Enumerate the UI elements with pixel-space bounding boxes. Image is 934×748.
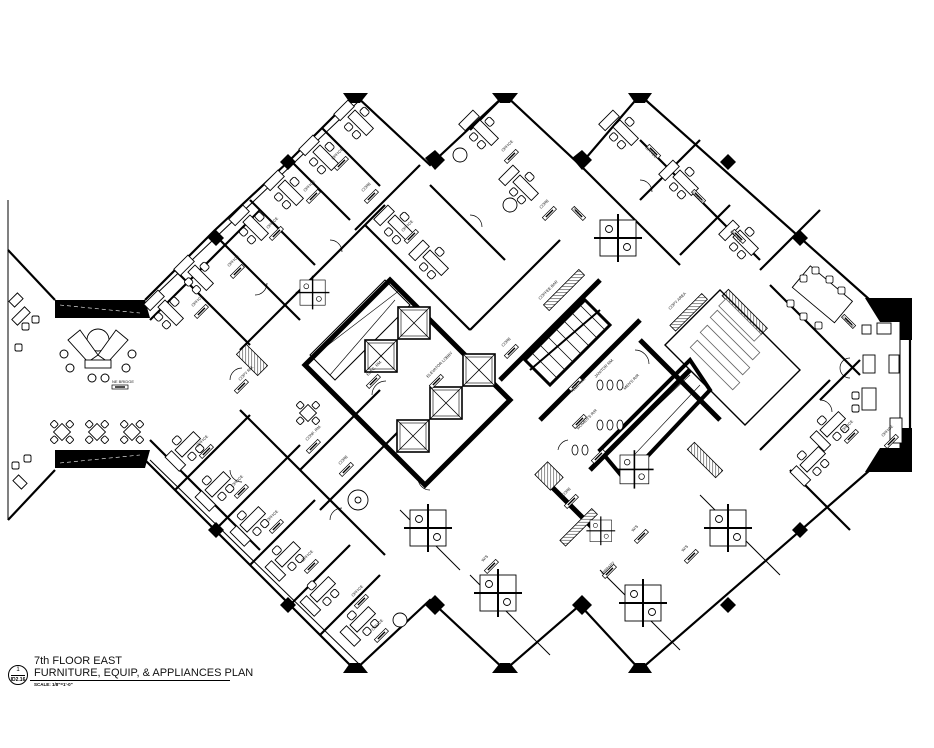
door-swings (229, 179, 851, 521)
sheet-number: ID2.16 (10, 677, 26, 683)
label-mens-rr: MEN'S R/R (622, 373, 640, 391)
drawing-scale: SCALE: 1/8"=1'-0" (34, 682, 73, 687)
building-core (235, 268, 768, 547)
label-ws-3: W/S (680, 544, 689, 553)
detail-number: 1 (16, 667, 20, 673)
label-core-1: CORE (337, 454, 349, 466)
bubble-divider (11, 675, 25, 676)
label-ws-4: W/S (572, 206, 581, 215)
label-office-4: OFFICE (226, 254, 240, 268)
label-office-5: OFFICE (190, 294, 204, 308)
open-work-area (664, 289, 801, 426)
label-core-5: CORE (360, 181, 372, 193)
label-core-3: CORE (500, 336, 512, 348)
office-furniture (141, 94, 853, 649)
title-underline (30, 680, 230, 681)
exterior-walls (7, 93, 912, 672)
label-copy-rm: COPY RM. (237, 364, 254, 381)
label-office-17: OFFICE (350, 584, 364, 598)
conference-furniture (8, 265, 903, 511)
label-ws-2: W/S (630, 524, 639, 533)
label-office-6: OFFICE (500, 139, 514, 153)
label-elevator-lobby: ELEVATOR LOBBY (425, 350, 454, 379)
label-office-8: OFFICE (691, 190, 705, 204)
label-bridge: NE BRIDGE (112, 379, 134, 384)
label-office-14: OFFICE (230, 474, 244, 488)
label-core-2: CORE (538, 198, 550, 210)
label-office-15: OFFICE (265, 509, 279, 523)
drawing-title-line-1: 7th FLOOR EAST (34, 655, 123, 667)
room-labels: ELEVATOR LOBBY ELEC. RM. COPY RM. CONF. … (112, 139, 894, 632)
label-core-4: CORE (560, 486, 572, 498)
structural-columns (55, 93, 912, 673)
label-office-10: OFFICE (841, 315, 855, 329)
detail-reference-bubble: 1 ID2.16 (8, 665, 28, 685)
drawing-title-line-2: FURNITURE, EQUIP, & APPLIANCES PLAN (34, 667, 254, 679)
label-ws-1: W/S (480, 554, 489, 563)
label-conf-rm: CONF. RM. (304, 424, 322, 442)
label-copy-area: COPY AREA (667, 291, 687, 311)
